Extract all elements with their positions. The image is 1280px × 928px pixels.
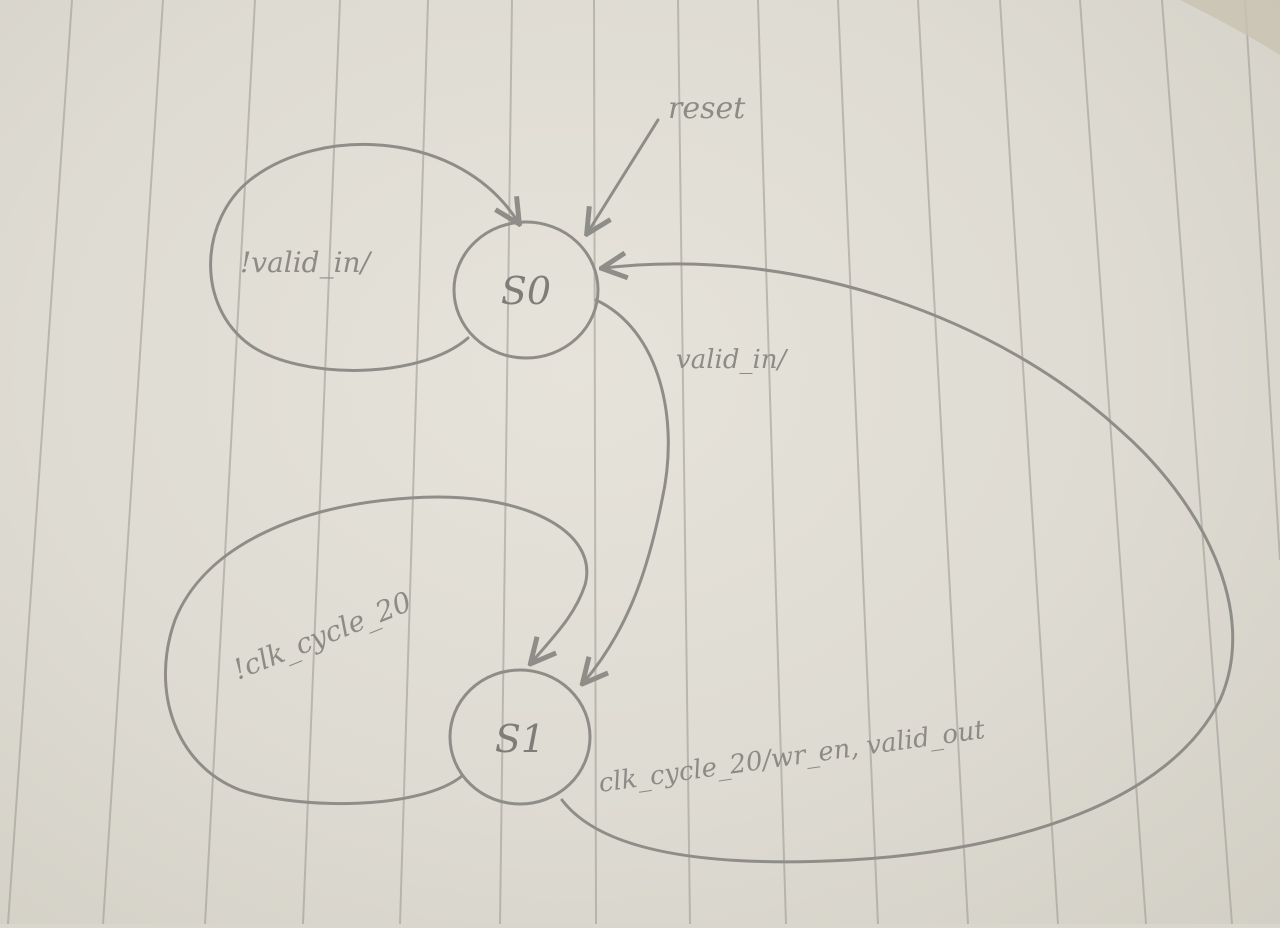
ruled-lines [7, 0, 1280, 925]
s1-to-s0-label: clk_cycle_20/wr_en, valid_out [597, 715, 988, 799]
s1-self-loop [163, 495, 589, 806]
reset-arrow [588, 118, 660, 232]
s0-self-loop [209, 142, 518, 372]
transition-s1-to-s0: clk_cycle_20/wr_en, valid_out [560, 264, 1235, 864]
reset-label: reset [668, 91, 746, 126]
state-s0-label: S0 [501, 269, 551, 313]
state-s1-circle [448, 668, 592, 806]
transition-s0-self: !valid_in/ [209, 142, 518, 372]
state-s0: S0 [452, 220, 600, 360]
state-s0-circle [452, 220, 600, 360]
transition-reset: reset [588, 91, 746, 232]
state-s1-label: S1 [495, 717, 545, 761]
s1-self-label: !clk_cycle_20 [228, 585, 416, 686]
s0-to-s1-arrow [584, 298, 670, 682]
page-corner [1180, 0, 1280, 55]
s0-self-label: !valid_in/ [240, 246, 373, 279]
s0-to-s1-label: valid_in/ [676, 345, 789, 375]
state-s1: S1 [448, 668, 592, 806]
s1-to-s0-arrow [560, 264, 1235, 864]
transition-s0-to-s1: valid_in/ [584, 298, 789, 682]
